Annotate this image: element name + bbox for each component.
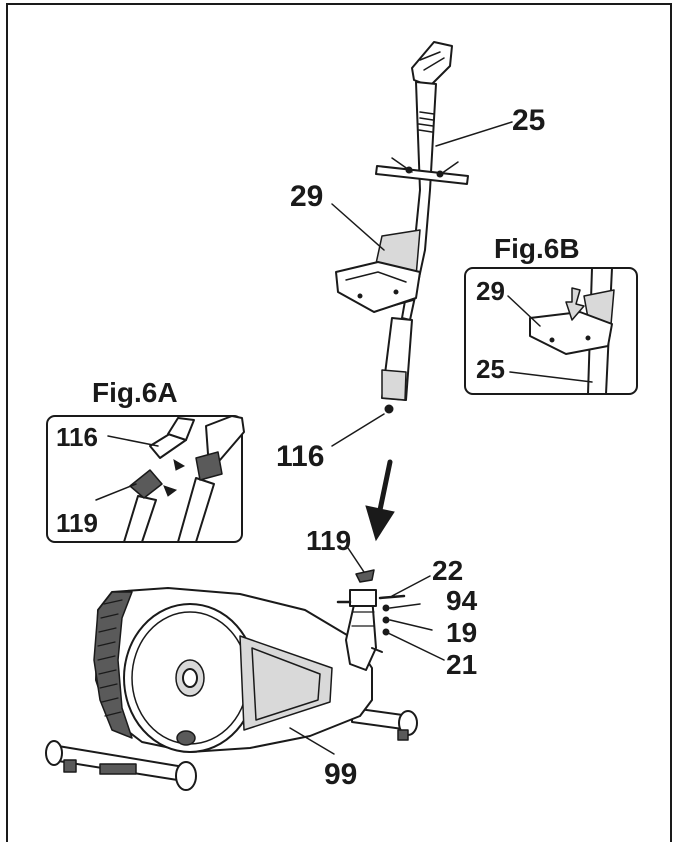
callout-19: 19 xyxy=(446,617,477,648)
mast-cover-drawing xyxy=(335,229,421,313)
callout-116: 116 xyxy=(276,440,324,473)
leader-lines xyxy=(95,121,593,755)
assembly-direction-arrow xyxy=(365,459,395,542)
upright-mast-drawing xyxy=(375,41,469,414)
callout-labels: 25 29 116 119 22 94 19 21 99 Fig.6B 29 2… xyxy=(56,104,580,791)
fig-6b-callout-25: 25 xyxy=(476,354,505,384)
elliptical-frame-drawing xyxy=(45,569,418,791)
callout-25: 25 xyxy=(512,104,545,137)
callout-94: 94 xyxy=(446,585,478,616)
callout-21: 21 xyxy=(446,649,477,680)
fig-6a-callout-116: 116 xyxy=(56,422,98,452)
callout-22: 22 xyxy=(432,555,463,586)
fig-6b-title: Fig.6B xyxy=(494,233,580,264)
callout-99: 99 xyxy=(324,758,357,791)
fig-6b-inset xyxy=(464,267,638,395)
fig-6a-inset xyxy=(46,415,245,543)
fig-6b-callout-29: 29 xyxy=(476,276,505,306)
callout-119: 119 xyxy=(306,525,351,556)
fig-6a-title: Fig.6A xyxy=(92,377,178,408)
fig-6a-callout-119: 119 xyxy=(56,508,98,538)
callout-29: 29 xyxy=(290,180,323,213)
page-border xyxy=(6,3,672,842)
